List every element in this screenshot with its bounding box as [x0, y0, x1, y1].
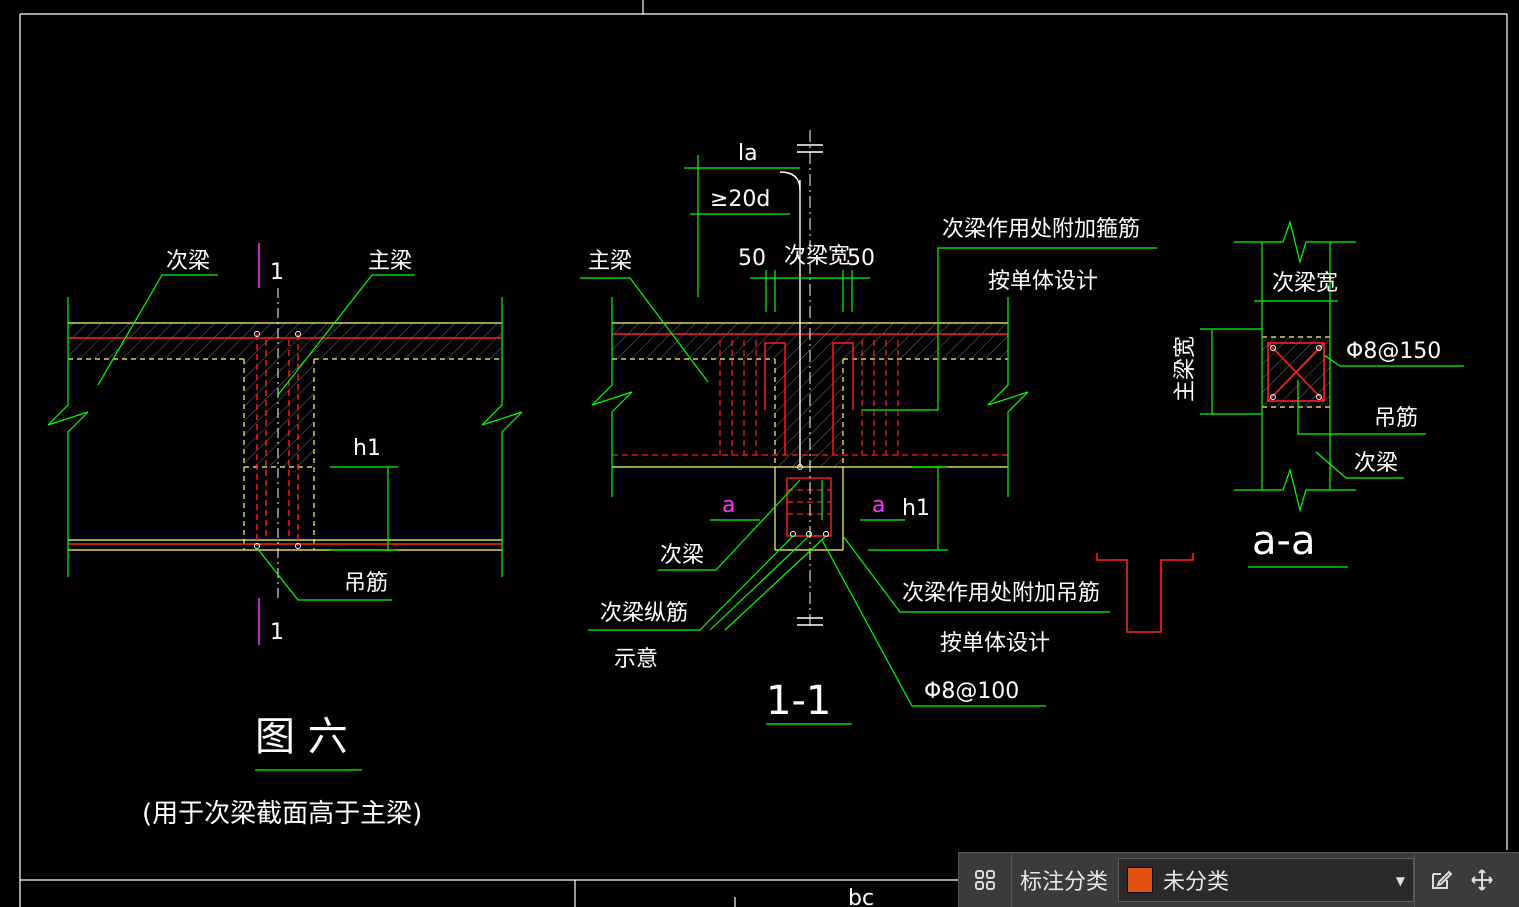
fig6-section-mark-top: 1 — [270, 260, 284, 285]
fig6-slab-hatch — [68, 323, 502, 359]
s11-label-hanger-note2: 按单体设计 — [940, 631, 1050, 656]
category-label: 标注分类 — [1020, 870, 1109, 895]
aa-label-width: 次梁宽 — [1272, 271, 1338, 296]
s11-label-long-bar: 次梁纵筋 — [600, 601, 688, 626]
section-a-a — [1200, 219, 1464, 568]
s11-label-50-right: 50 — [847, 246, 875, 271]
category-color-swatch — [1127, 867, 1154, 893]
s11-label-width: 次梁宽 — [784, 244, 850, 269]
s11-label-a-left: a — [722, 493, 735, 518]
annotation-toolbar: 标注分类 未分类 ▼ — [958, 852, 1519, 907]
fig6-elevation — [47, 243, 523, 771]
chevron-down-icon: ▼ — [1395, 874, 1406, 888]
s11-label-spacing: Φ8@100 — [924, 679, 1019, 704]
move-icon[interactable] — [1467, 853, 1497, 907]
s11-label-secondary-beam: 次梁 — [660, 543, 704, 568]
s11-label-long-bar2: 示意 — [614, 647, 658, 672]
s11-title: 1-1 — [766, 678, 831, 724]
fig6-label-h1: h1 — [353, 436, 381, 461]
aa-title: a-a — [1252, 518, 1315, 564]
drawing-frame — [19, 0, 1508, 907]
grid-icon[interactable] — [959, 853, 1011, 907]
toolbar-separator — [1414, 853, 1416, 907]
s11-label-20d: ≥20d — [710, 187, 770, 212]
aa-label-secondary-beam: 次梁 — [1354, 451, 1398, 476]
fig6-section-mark-bottom: 1 — [270, 620, 284, 645]
category-select[interactable]: 未分类 ▼ — [1118, 858, 1415, 902]
aa-label-main-width: 主梁宽 — [1173, 336, 1198, 402]
fig6-label-main-beam: 主梁 — [368, 249, 412, 274]
s11-label-la: la — [738, 141, 758, 166]
aa-label-spacing: Φ8@150 — [1346, 339, 1441, 364]
fig6-subtitle: (用于次梁截面高于主梁) — [142, 799, 422, 829]
s11-beam-hatch — [775, 359, 843, 467]
s11-label-a-right: a — [872, 493, 885, 518]
category-selected-value: 未分类 — [1163, 870, 1230, 895]
fig6-title: 图 六 — [255, 714, 348, 760]
s11-label-stirrup-note: 次梁作用处附加箍筋 — [942, 217, 1140, 242]
bottom-fragment-text: bc — [848, 886, 874, 907]
section-1-1 — [580, 130, 1157, 725]
toolbar-separator — [1011, 853, 1012, 907]
s11-label-stirrup-note2: 按单体设计 — [988, 269, 1098, 294]
fig6-label-hanger: 吊筋 — [344, 571, 388, 596]
s11-label-h1: h1 — [902, 496, 930, 521]
fig6-beam-hatch — [244, 359, 314, 467]
aa-label-hanger: 吊筋 — [1374, 406, 1418, 431]
s11-label-main-beam: 主梁 — [588, 249, 632, 274]
s11-label-50-left: 50 — [738, 246, 766, 271]
fig6-label-secondary-beam: 次梁 — [166, 249, 210, 274]
edit-icon[interactable] — [1415, 853, 1467, 907]
s11-label-hanger-note: 次梁作用处附加吊筋 — [902, 581, 1100, 606]
channel-symbol — [1096, 553, 1194, 633]
